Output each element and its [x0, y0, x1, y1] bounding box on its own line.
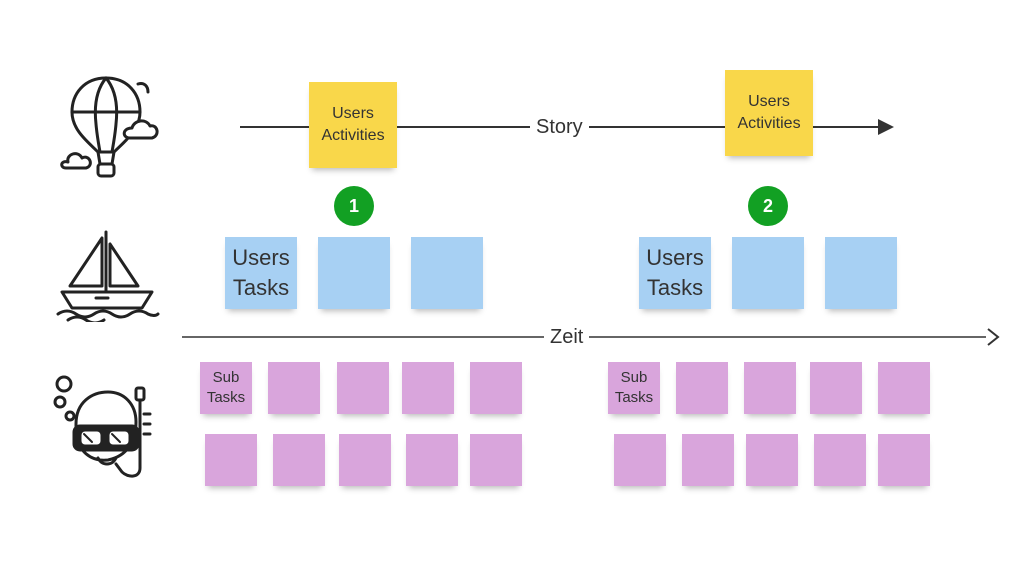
snorkel-diver-icon [52, 374, 156, 484]
task-sticky: Users Tasks [639, 237, 711, 309]
subtask-sticky-empty [339, 434, 391, 486]
activity-sticky-2: Users Activities [725, 70, 813, 156]
subtask-sticky-empty [406, 434, 458, 486]
activity-sticky-1: Users Activities [309, 82, 397, 168]
subtask-sticky-empty [470, 362, 522, 414]
task-sticky: Users Tasks [225, 237, 297, 309]
sailboat-icon [56, 226, 160, 325]
subtask-sticky-empty [744, 362, 796, 414]
time-arrowhead [987, 328, 1000, 346]
time-axis-label: Zeit [544, 325, 590, 349]
subtask-sticky: Sub Tasks [608, 362, 660, 414]
subtask-sticky-empty [676, 362, 728, 414]
story-arrowhead [878, 119, 894, 135]
hot-air-balloon-icon [56, 72, 160, 180]
subtask-sticky-empty [268, 362, 320, 414]
subtask-sticky-empty [682, 434, 734, 486]
subtask-sticky: Sub Tasks [200, 362, 252, 414]
subtask-sticky-empty [878, 434, 930, 486]
subtask-sticky-empty [614, 434, 666, 486]
task-sticky-empty [825, 237, 897, 309]
task-sticky-empty [318, 237, 390, 309]
task-sticky-empty [732, 237, 804, 309]
subtask-sticky-empty [470, 434, 522, 486]
subtask-sticky-empty [746, 434, 798, 486]
subtask-sticky-empty [878, 362, 930, 414]
subtask-sticky-empty [205, 434, 257, 486]
step-badge-2: 2 [748, 186, 788, 226]
subtask-sticky-empty [402, 362, 454, 414]
task-sticky-empty [411, 237, 483, 309]
subtask-sticky-empty [273, 434, 325, 486]
subtask-sticky-empty [810, 362, 862, 414]
subtask-sticky-empty [814, 434, 866, 486]
subtask-sticky-empty [337, 362, 389, 414]
story-axis-label: Story [530, 115, 589, 139]
step-badge-1: 1 [334, 186, 374, 226]
